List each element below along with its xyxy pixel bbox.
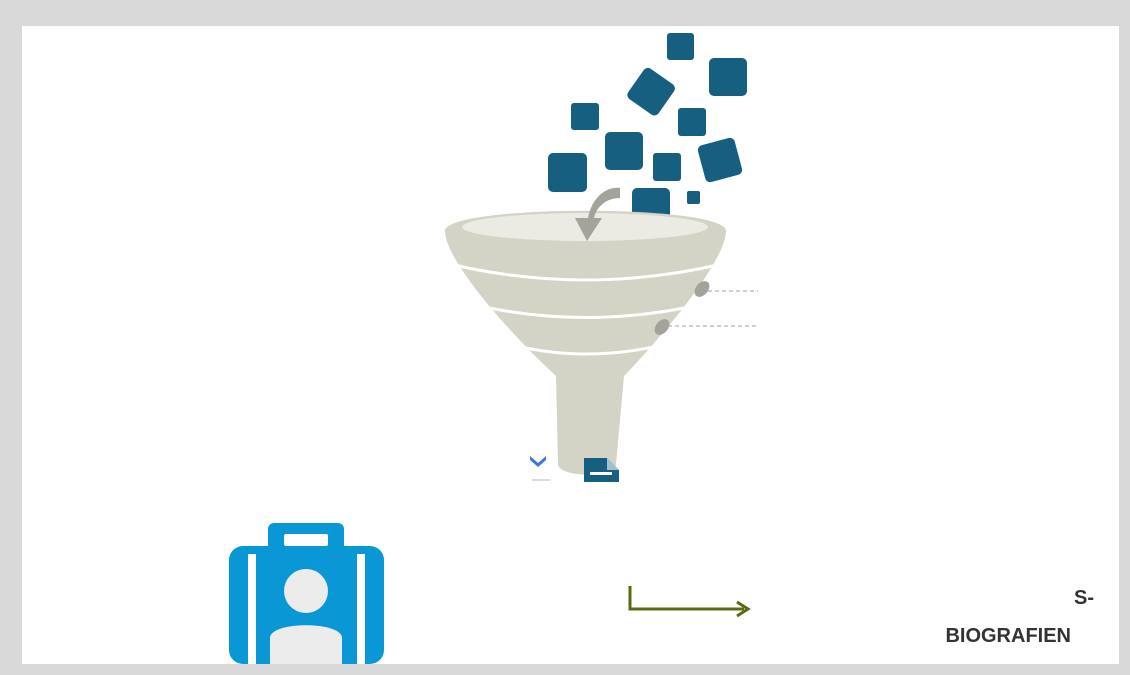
funnel-icon <box>445 211 758 475</box>
diagram-canvas <box>22 26 1119 664</box>
data-blocks-icon <box>548 33 747 226</box>
caption-line-1: S- <box>1074 587 1094 610</box>
elbow-arrow-icon <box>630 586 748 616</box>
chevron-down-icon <box>530 456 550 480</box>
caption-line-2: BIOGRAFIEN <box>945 625 1071 648</box>
id-case-icon <box>229 523 384 664</box>
slide-canvas: S- BIOGRAFIEN <box>22 26 1119 664</box>
